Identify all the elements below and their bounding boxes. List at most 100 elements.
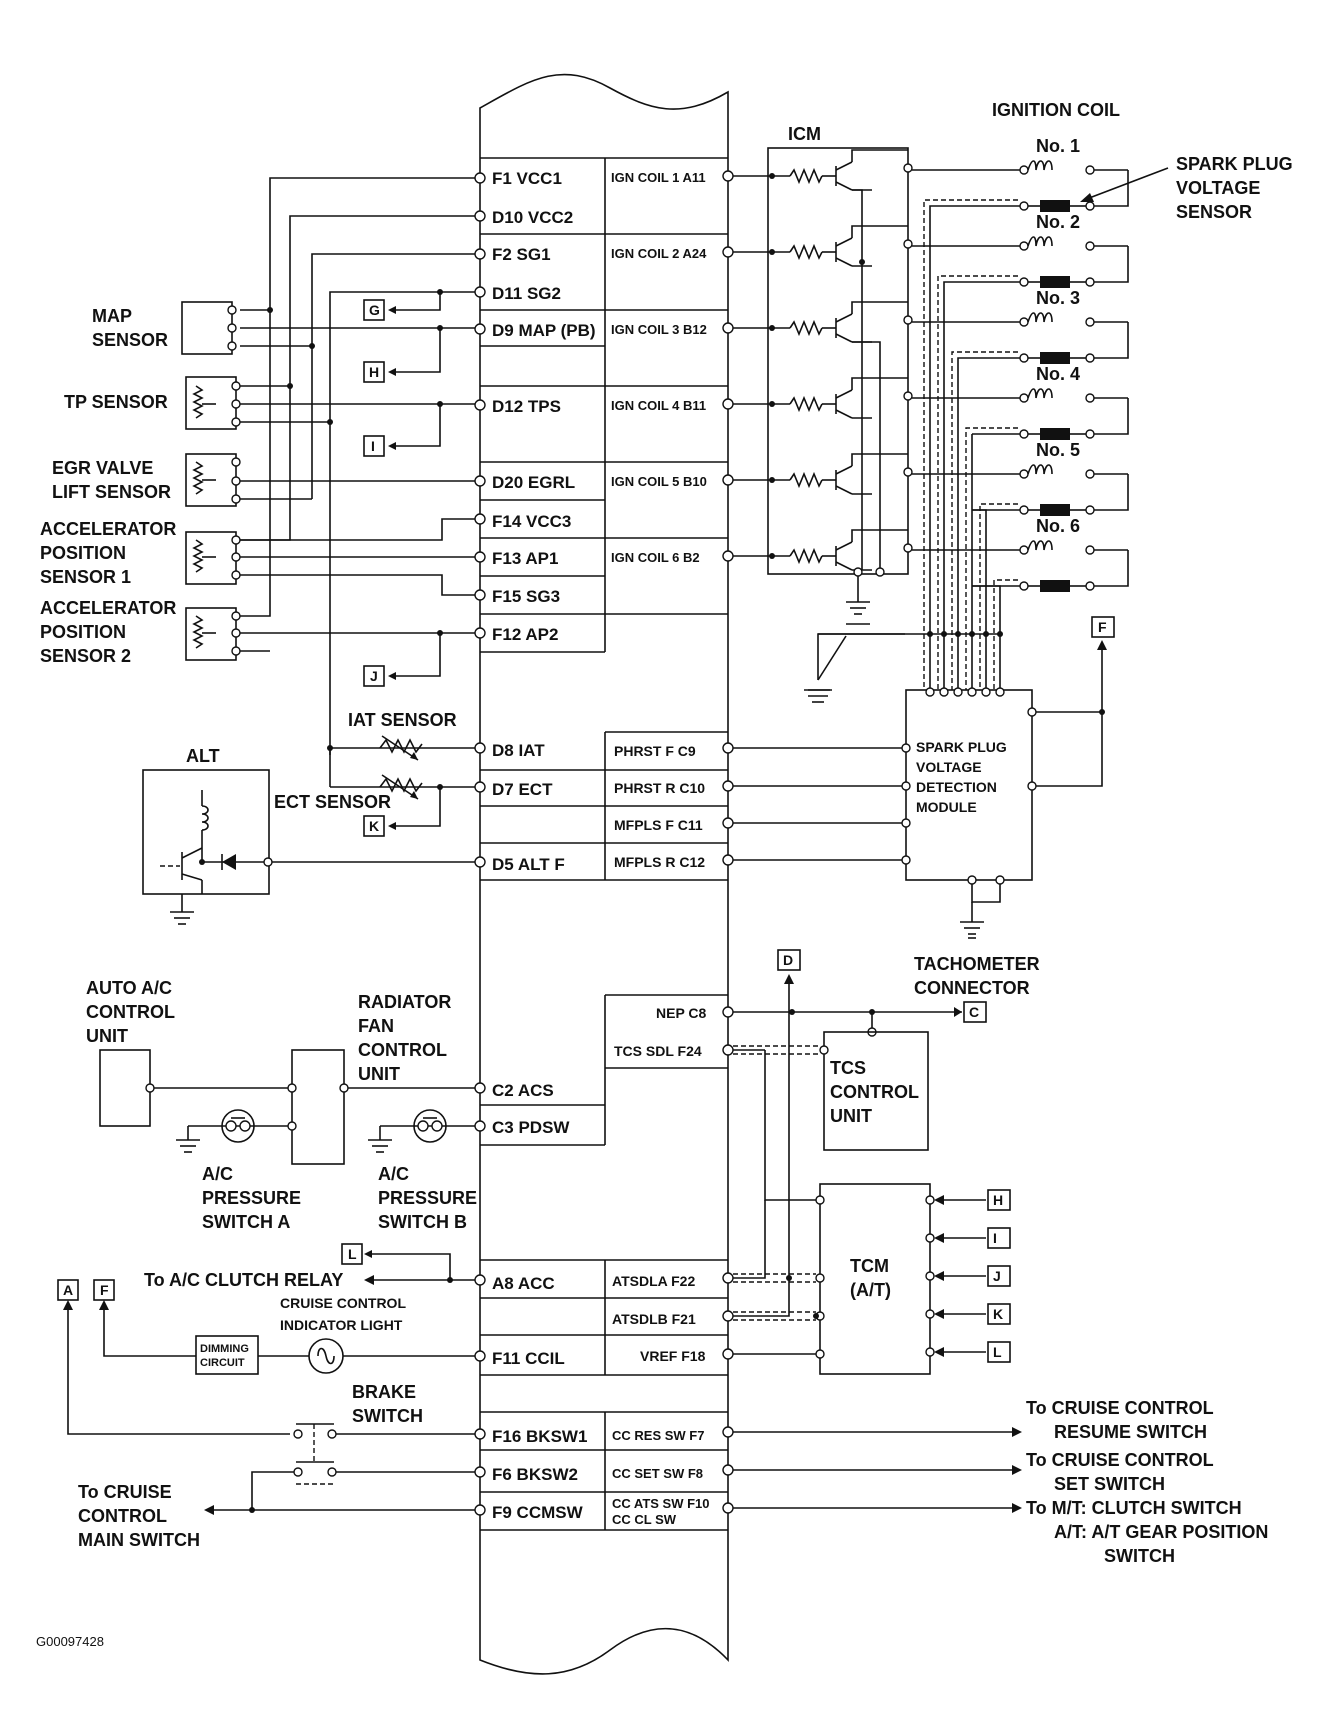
pin-tcs-sdl: TCS SDL F24 xyxy=(614,1043,702,1059)
ap1-label-1: ACCELERATOR xyxy=(40,519,176,539)
icm-channel-3 xyxy=(733,301,913,343)
sense-line-3 xyxy=(957,357,972,690)
svg-text:MAIN SWITCH: MAIN SWITCH xyxy=(78,1530,200,1550)
pin-f16-bksw1: F16 BKSW1 xyxy=(492,1427,587,1446)
pin-cc-res-sw: CC RES SW F7 xyxy=(612,1428,704,1443)
coil-label-1: No. 1 xyxy=(1036,136,1080,156)
svg-text:PRESSURE: PRESSURE xyxy=(378,1188,477,1208)
coil-label-4: No. 4 xyxy=(1036,364,1080,384)
pin-d10-vcc2: D10 VCC2 xyxy=(492,208,573,227)
svg-text:J: J xyxy=(370,668,378,684)
pin-f6-bksw2: F6 BKSW2 xyxy=(492,1465,578,1484)
svg-text:L: L xyxy=(993,1344,1002,1360)
svg-text:CIRCUIT: CIRCUIT xyxy=(200,1357,245,1369)
coil-label-5: No. 5 xyxy=(1036,440,1080,460)
pin-cc-set-sw: CC SET SW F8 xyxy=(612,1466,703,1481)
icm-label: ICM xyxy=(788,124,821,144)
map-sensor-label-2: SENSOR xyxy=(92,330,168,350)
radiator-fan-unit: RADIATOR FAN CONTROL UNIT xyxy=(287,992,475,1165)
spark-sensor-label-2: VOLTAGE xyxy=(1176,178,1260,198)
ignition-coil-6: No. 6 xyxy=(912,516,1129,592)
icm-ground-rail-2 xyxy=(852,341,881,570)
ap1-label-3: SENSOR 1 xyxy=(40,567,131,587)
svg-text:To A/C CLUTCH RELAY: To A/C CLUTCH RELAY xyxy=(144,1270,343,1290)
svg-text:SPARK PLUG: SPARK PLUG xyxy=(916,739,1007,755)
svg-text:TACHOMETER: TACHOMETER xyxy=(914,954,1040,974)
pin-ign-coil-2: IGN COIL 2 A24 xyxy=(611,246,707,261)
ap2-label-3: SENSOR 2 xyxy=(40,646,131,666)
tcm-input-2: I xyxy=(925,1227,1011,1249)
map-sensor: MAP SENSOR xyxy=(92,301,237,355)
svg-text:CONNECTOR: CONNECTOR xyxy=(914,978,1030,998)
tcm: TCM (A/T) xyxy=(733,1183,931,1375)
iat-sensor: IAT SENSOR xyxy=(348,710,457,761)
svg-text:F: F xyxy=(100,1282,109,1298)
auto-ac-unit: AUTO A/C CONTROL UNIT xyxy=(86,978,290,1127)
ap2-label-1: ACCELERATOR xyxy=(40,598,176,618)
alternator: ALT xyxy=(142,746,475,925)
icm-channel-6 xyxy=(733,529,913,571)
pin-f12-ap2: F12 AP2 xyxy=(492,625,558,644)
tcm-input-4: K xyxy=(925,1303,1011,1325)
svg-text:A: A xyxy=(63,1282,73,1298)
pin-c2-acs: C2 ACS xyxy=(492,1081,554,1100)
pin-f2-sg1: F2 SG1 xyxy=(492,245,551,264)
svg-text:DIMMING: DIMMING xyxy=(200,1343,249,1355)
connector-c xyxy=(963,1001,987,1023)
pin-phrst-f: PHRST F C9 xyxy=(614,743,696,759)
module-ground xyxy=(804,633,905,703)
pin-cc-cl-sw: CC CL SW xyxy=(612,1512,677,1527)
ecm-left-pin-labels: F1 VCC1 D10 VCC2 F2 SG1 D11 SG2 D9 MAP (… xyxy=(492,169,596,1522)
pin-mfpls-f: MFPLS F C11 xyxy=(614,817,703,833)
tp-sensor-label: TP SENSOR xyxy=(64,392,168,412)
svg-text:SWITCH B: SWITCH B xyxy=(378,1212,467,1232)
svg-text:CONTROL: CONTROL xyxy=(830,1082,919,1102)
sensor-wiring xyxy=(240,177,475,827)
tcs-control-unit: TCS CONTROL UNIT xyxy=(733,1031,929,1201)
ignition-coils: No. 1No. 2No. 3No. 4No. 5No. 6 xyxy=(912,136,1129,592)
connector-arrows-left xyxy=(388,306,396,830)
svg-text:D: D xyxy=(783,952,793,968)
svg-text:To M/T: CLUTCH SWITCH: To M/T: CLUTCH SWITCH xyxy=(1026,1498,1242,1518)
icm-box xyxy=(767,147,909,575)
svg-text:FAN: FAN xyxy=(358,1016,394,1036)
pin-vref: VREF F18 xyxy=(640,1348,706,1364)
detection-module: SPARK PLUG VOLTAGE DETECTION MODULE F xyxy=(733,616,1115,939)
ect-sensor-label: ECT SENSOR xyxy=(274,792,391,812)
ect-sensor: ECT SENSOR xyxy=(274,774,423,812)
svg-text:J: J xyxy=(993,1268,1001,1284)
svg-text:I: I xyxy=(993,1230,997,1246)
pin-ign-coil-1: IGN COIL 1 A11 xyxy=(611,170,706,185)
svg-text:SWITCH: SWITCH xyxy=(352,1406,423,1426)
connector-i xyxy=(363,435,385,457)
icm-channel-4 xyxy=(733,377,913,419)
connector-boxes-left: G H I J K xyxy=(363,299,385,837)
connector-k xyxy=(363,815,385,837)
svg-text:L: L xyxy=(348,1246,357,1262)
svg-text:PRESSURE: PRESSURE xyxy=(202,1188,301,1208)
connector-f-top xyxy=(1091,616,1115,638)
svg-text:UNIT: UNIT xyxy=(86,1026,128,1046)
connector-g xyxy=(363,299,385,321)
pin-atsdla: ATSDLA F22 xyxy=(612,1273,695,1289)
sense-shield-2 xyxy=(937,275,1018,690)
pin-d8-iat: D8 IAT xyxy=(492,741,545,760)
svg-text:K: K xyxy=(993,1306,1003,1322)
svg-text:A/T: A/T GEAR POSITION: A/T: A/T GEAR POSITION xyxy=(1054,1522,1268,1542)
sense-line-5 xyxy=(972,509,987,690)
icm-ground-rail-1 xyxy=(852,189,863,570)
icm-channel-5 xyxy=(733,453,913,495)
svg-text:CONTROL: CONTROL xyxy=(78,1506,167,1526)
svg-text:SWITCH: SWITCH xyxy=(1104,1546,1175,1566)
svg-text:VOLTAGE: VOLTAGE xyxy=(916,759,982,775)
svg-text:I: I xyxy=(371,438,375,454)
pin-f9-ccmsw: F9 CCMSW xyxy=(492,1503,584,1522)
ecm-right-pin-labels: IGN COIL 1 A11 IGN COIL 2 A24 IGN COIL 3… xyxy=(611,170,710,1527)
svg-text:(A/T): (A/T) xyxy=(850,1280,891,1300)
ap1-label-2: POSITION xyxy=(40,543,126,563)
ecm-left-terminals xyxy=(474,172,486,1516)
pin-nep: NEP C8 xyxy=(656,1005,707,1021)
ap-sensor-2: ACCELERATOR POSITION SENSOR 2 xyxy=(40,598,241,666)
svg-text:G: G xyxy=(369,302,380,318)
